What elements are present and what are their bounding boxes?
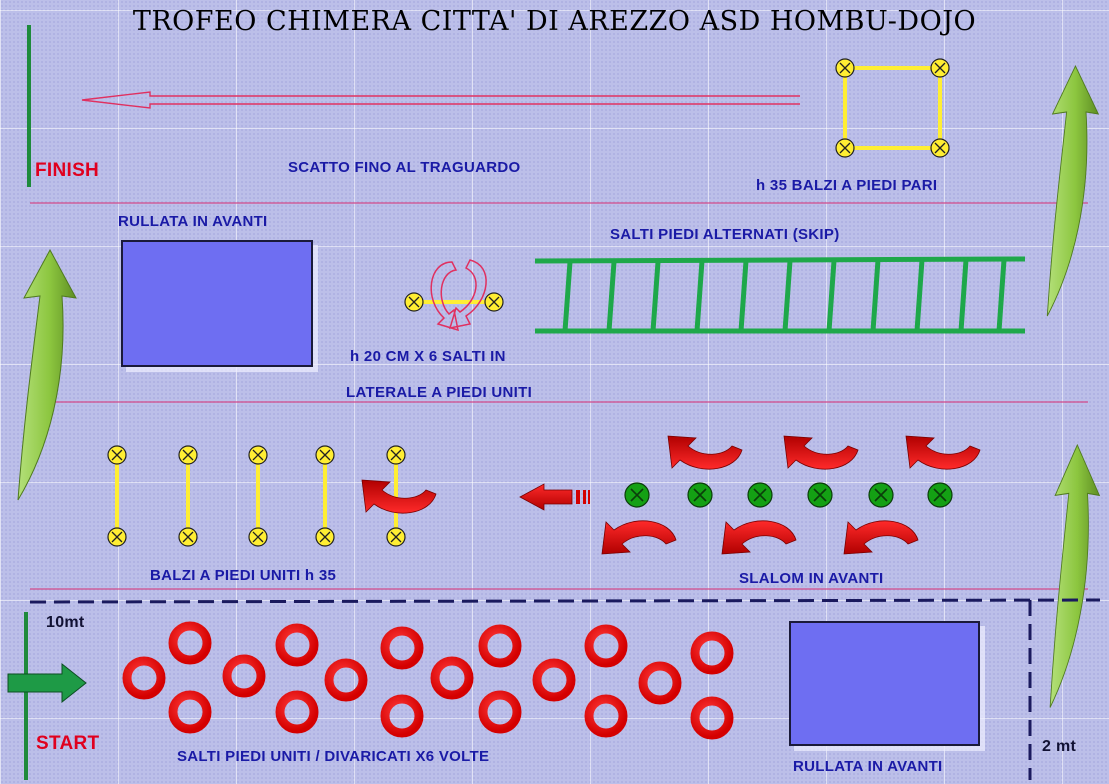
finish-post xyxy=(27,25,31,187)
red-left-arrow-icon xyxy=(519,483,590,511)
rings-label: SALTI PIEDI UNITI / DIVARICATI X6 VOLTE xyxy=(177,748,490,765)
lane-lines xyxy=(30,202,1088,590)
sprint-arrow-icon xyxy=(81,91,800,109)
lateral-label-line1: h 20 CM X 6 SALTI IN xyxy=(350,348,506,365)
skip-label: SALTI PIEDI ALTERNATI (SKIP) xyxy=(610,226,840,243)
roll-mat-bottom xyxy=(789,621,980,746)
hurdles-label: BALZI A PIEDI UNITI h 35 xyxy=(150,567,337,584)
page-title: TROFEO CHIMERA CITTA' DI AREZZO ASD HOMB… xyxy=(132,6,977,37)
finish-label: FINISH xyxy=(35,160,100,181)
curved-green-arrow-icon xyxy=(17,249,77,501)
sprint-label: SCATTO FINO AL TRAGUARDO xyxy=(288,159,521,176)
hop-square-label: h 35 BALZI A PIEDI PARI xyxy=(756,177,938,194)
start-label: START xyxy=(36,733,100,754)
red-curved-arrow-icon xyxy=(601,520,677,555)
green-start-arrow-icon xyxy=(7,662,87,704)
roll-mat-top xyxy=(121,240,313,367)
roll-bottom-label: RULLATA IN AVANTI xyxy=(793,758,943,775)
lateral-hurdle xyxy=(404,259,504,332)
red-curved-arrow-icon xyxy=(783,435,859,470)
hop-square xyxy=(835,58,950,158)
red-curved-arrow-icon xyxy=(843,520,919,555)
rotate-arrow-icon xyxy=(430,261,459,332)
distance-10-label: 10mt xyxy=(46,614,85,631)
red-curved-arrow-icon xyxy=(905,435,981,470)
red-curved-arrow-icon xyxy=(361,479,437,514)
roll-top-label: RULLATA IN AVANTI xyxy=(118,213,268,230)
dashed-boundary xyxy=(29,598,1101,780)
distance-2-label: 2 mt xyxy=(1042,738,1077,755)
start-post xyxy=(24,612,28,780)
red-curved-arrow-icon xyxy=(721,520,797,555)
hurdle-row xyxy=(107,445,406,547)
slalom-cones xyxy=(624,482,953,508)
ring-grid xyxy=(122,621,734,740)
curved-green-arrow-icon xyxy=(1046,65,1099,317)
slalom-label: SLALOM IN AVANTI xyxy=(739,570,884,587)
red-curved-arrow-icon xyxy=(667,435,743,470)
lateral-label-line2: LATERALE A PIEDI UNITI xyxy=(346,384,533,401)
agility-ladder xyxy=(534,256,1026,334)
curved-green-arrow-icon xyxy=(1049,444,1100,709)
